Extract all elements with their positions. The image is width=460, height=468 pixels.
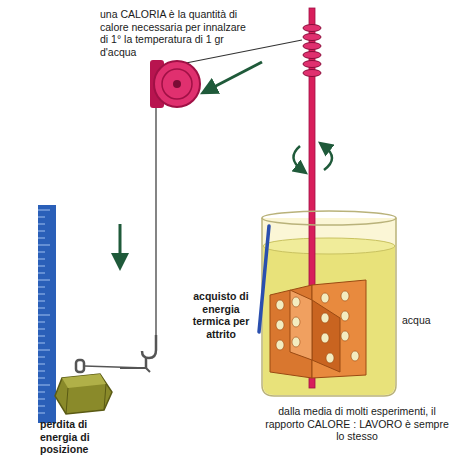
beaker <box>262 218 396 396</box>
paddles <box>270 280 366 378</box>
motion-arrow <box>208 62 262 90</box>
heat-gain-label: acquisto di energia termica per attrito <box>186 290 256 340</box>
winding <box>303 25 321 77</box>
rotation-arrows <box>293 146 332 170</box>
weight <box>55 335 156 414</box>
thermometer <box>259 226 269 332</box>
energy-loss-label: perdita di energia di posizione <box>40 418 120 456</box>
conclusion-note: dalla media di molti esperimenti, il rap… <box>262 405 452 443</box>
motion-arrow <box>119 224 122 262</box>
pulley <box>150 60 200 108</box>
ruler <box>38 205 56 423</box>
string <box>155 84 156 335</box>
definition-note: una CALORIA è la quantità di calore nece… <box>100 8 250 58</box>
water-label: acqua <box>402 314 452 327</box>
beaker-rim <box>262 211 396 225</box>
